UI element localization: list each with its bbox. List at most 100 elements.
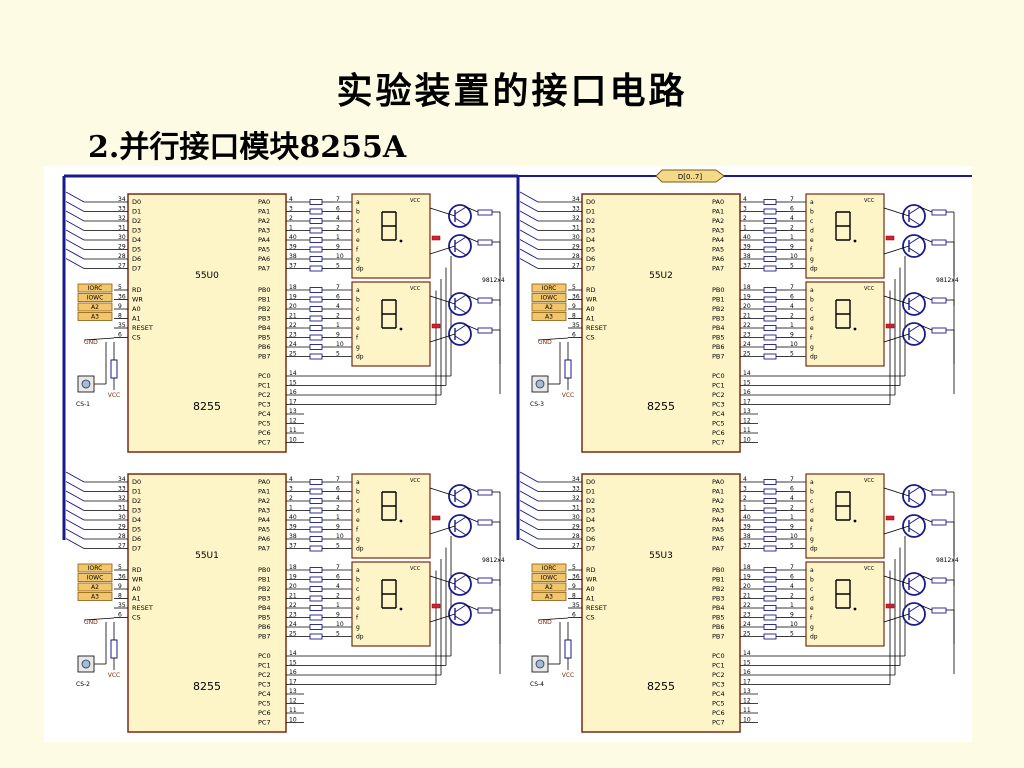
- pin-number: 10: [743, 717, 751, 724]
- pin-number: 6: [572, 332, 576, 339]
- port-pin-label: PB1: [258, 576, 271, 584]
- ctrl-pin-label: RESET: [586, 604, 607, 612]
- pin-number: 6: [336, 574, 340, 581]
- ctrl-signal-label: A2: [545, 584, 553, 591]
- pin-number: 2: [336, 225, 340, 232]
- seg-resistor: [309, 237, 323, 243]
- transistor: [902, 292, 926, 316]
- pin-number: 5: [336, 351, 340, 358]
- data-pin-label: D7: [586, 545, 595, 553]
- seg-resistor: [763, 287, 777, 293]
- pin-number: 14: [743, 370, 751, 377]
- segment-label: a: [356, 567, 360, 574]
- vcc-tag: [431, 603, 441, 609]
- base-wire: [429, 207, 456, 217]
- port-pin-label: PA6: [712, 255, 724, 263]
- port-pin-label: PC6: [258, 709, 271, 717]
- pin-number: 6: [118, 612, 122, 619]
- segment-label: c: [810, 498, 813, 505]
- port-pin-label: PC4: [712, 410, 725, 418]
- pin-number: 10: [336, 253, 344, 260]
- cs-switch-knob: [535, 379, 545, 389]
- seg-resistor: [309, 507, 323, 514]
- transistor-collector: [908, 604, 921, 613]
- pin-number: 24: [743, 341, 751, 348]
- port-pin-label: PB2: [258, 585, 271, 593]
- segment-label: dp: [356, 266, 364, 273]
- pin-number: 10: [289, 437, 297, 444]
- pin-number: 18: [743, 284, 751, 291]
- chip-body-3: [581, 473, 741, 733]
- base-wire: [429, 295, 456, 305]
- segment-label: g: [356, 536, 360, 543]
- seg-resistor: [309, 208, 323, 215]
- pin-number: 9: [572, 303, 576, 310]
- ctrl-pin-label: RD: [586, 566, 596, 574]
- data-pin-label: D1: [586, 208, 595, 216]
- pin-number: 36: [572, 574, 580, 581]
- port-pin-label: PA7: [258, 265, 270, 273]
- collector-wire: [465, 324, 479, 331]
- display-label: 9812x4: [936, 557, 959, 564]
- transistor-collector: [908, 486, 921, 495]
- pin-number: 33: [572, 486, 580, 493]
- pin-number: 29: [572, 524, 580, 531]
- pin-number: 33: [118, 206, 126, 213]
- seg-resistor: [763, 545, 777, 552]
- cs-label: CS-1: [76, 401, 90, 408]
- seven-seg-glyph: [381, 211, 397, 241]
- base-wire: [883, 525, 910, 535]
- pin-number: 39: [743, 244, 751, 251]
- ctrl-pin-label: RESET: [586, 324, 607, 332]
- port-pin-label: PB7: [712, 353, 725, 361]
- seg-resistor: [309, 633, 323, 640]
- pin-number: 22: [743, 322, 751, 329]
- segment-label: g: [810, 344, 814, 351]
- decimal-point: [853, 519, 857, 523]
- pin-number: 10: [743, 437, 751, 444]
- data-pin-label: D0: [132, 198, 141, 206]
- data-pin-label: D6: [586, 255, 595, 263]
- pin-number: 10: [289, 717, 297, 724]
- led-display: [351, 193, 431, 279]
- bus-entry: [519, 248, 539, 260]
- bus-entry: [519, 191, 539, 203]
- data-pin-label: D5: [132, 526, 141, 534]
- pin-number: 17: [289, 399, 297, 406]
- data-pin-label: D2: [586, 217, 595, 225]
- segment-label: e: [356, 605, 360, 612]
- transistor-emitter: [454, 217, 467, 226]
- transistor-emitter: [454, 497, 467, 506]
- seven-seg-glyph: [835, 579, 851, 609]
- pin-number: 4: [289, 476, 293, 483]
- transistor-collector: [908, 206, 921, 215]
- pin-number: 21: [289, 313, 297, 320]
- transistor: [448, 292, 472, 316]
- seg-resistor: [309, 488, 323, 495]
- data-pin-label: D2: [132, 497, 141, 505]
- pin-number: 5: [336, 263, 340, 270]
- port-pin-label: PC2: [258, 671, 271, 679]
- transistor-emitter: [908, 305, 921, 314]
- led-display: [351, 473, 431, 559]
- data-pin-label: D0: [586, 198, 595, 206]
- seg-resistor: [763, 498, 777, 504]
- pin-number: 25: [289, 351, 297, 358]
- port-pin-label: PC1: [258, 662, 271, 670]
- pin-number: 29: [572, 244, 580, 251]
- pin-number: 31: [118, 225, 126, 232]
- gnd-label: GND: [84, 339, 98, 346]
- pin-number: 20: [743, 303, 751, 310]
- pin-number: 7: [790, 564, 794, 571]
- transistor: [902, 514, 926, 538]
- bus-entry: [65, 481, 85, 492]
- pin-number: 23: [743, 332, 751, 339]
- pin-number: 37: [289, 543, 297, 550]
- pin-number: 14: [743, 650, 751, 657]
- pin-number: 31: [572, 225, 580, 232]
- pin-number: 7: [336, 564, 340, 571]
- collector-wire: [919, 604, 933, 611]
- pin-number: 40: [289, 234, 297, 241]
- port-pin-label: PB6: [258, 343, 271, 351]
- seven-seg-glyph: [835, 299, 851, 329]
